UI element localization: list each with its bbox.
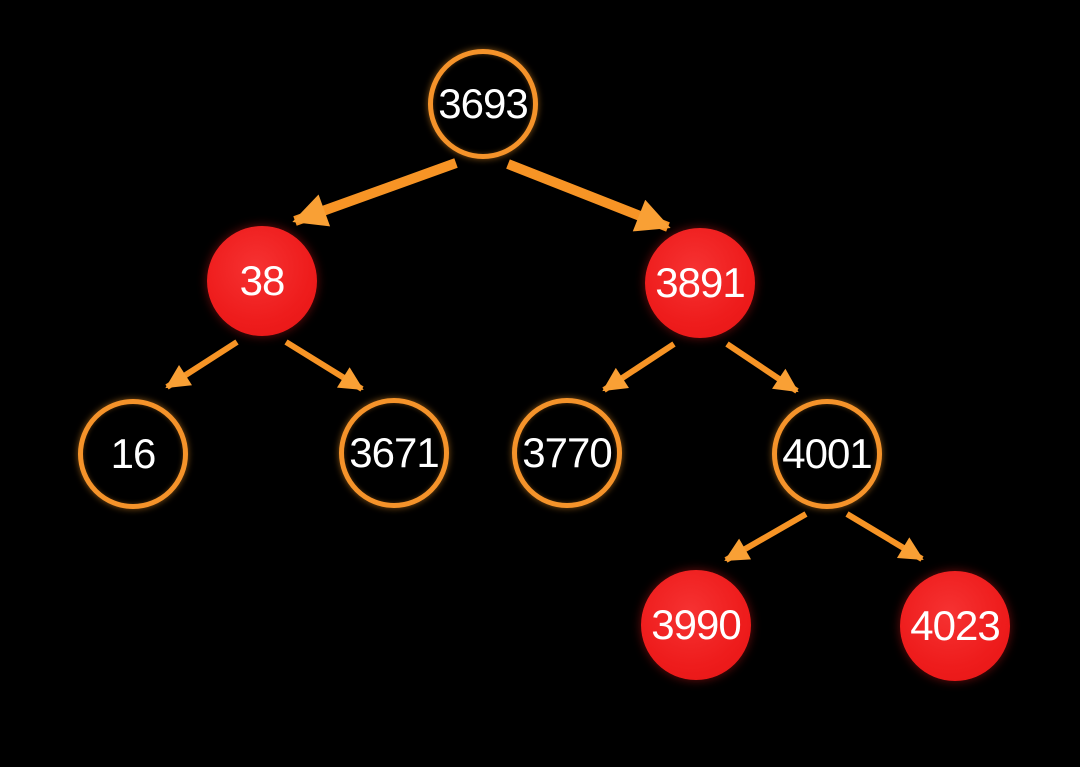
tree-node-value: 3990 (651, 601, 741, 648)
tree-node-value: 3671 (349, 429, 439, 476)
edge-3693-3891 (506, 159, 671, 232)
tree-node-value: 4001 (782, 430, 872, 477)
edge-3891-4001 (725, 341, 799, 394)
tree-node-4001: 4001 (772, 399, 882, 509)
tree-node-value: 3693 (438, 80, 528, 127)
tree-node-value: 16 (110, 430, 157, 477)
edge-4001-3990 (724, 511, 808, 563)
edge-3693-38 (292, 158, 458, 227)
tree-node-value: 38 (239, 257, 286, 304)
tree-node-value: 3891 (655, 259, 745, 306)
tree-node-38: 38 (207, 226, 317, 336)
edge-38-16 (165, 339, 239, 390)
tree-node-4023: 4023 (900, 571, 1010, 681)
tree-node-3891: 3891 (645, 228, 755, 338)
edge-38-3671 (284, 339, 364, 392)
tree-node-16: 16 (78, 399, 188, 509)
tree-node-3990: 3990 (641, 570, 751, 680)
tree-node-value: 3770 (522, 429, 612, 476)
edge-4001-4023 (845, 511, 924, 562)
tree-node-3770: 3770 (512, 398, 622, 508)
tree-node-3693: 3693 (428, 49, 538, 159)
tree-node-value: 4023 (910, 602, 1000, 649)
edge-3891-3770 (602, 341, 676, 393)
tree-node-3671: 3671 (339, 398, 449, 508)
